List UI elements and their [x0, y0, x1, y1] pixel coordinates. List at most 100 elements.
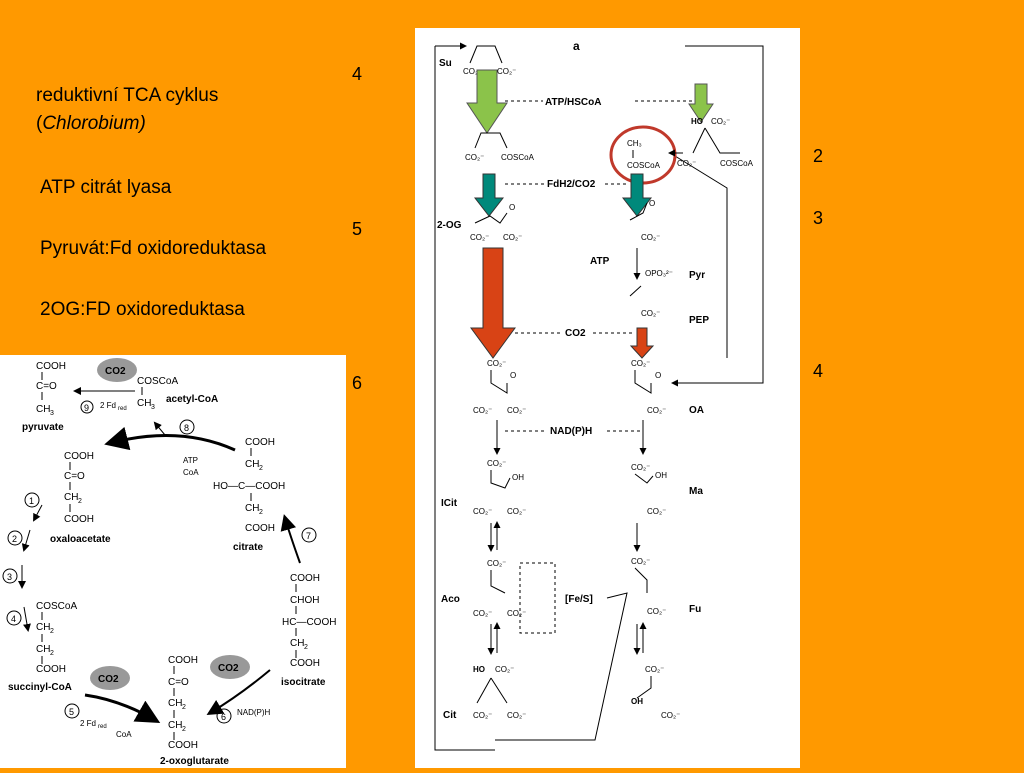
compound-succinyl-coa: succinyl-CoA	[8, 682, 72, 693]
compound-2-og: 2-OG	[437, 220, 462, 231]
svg-text:2: 2	[50, 628, 54, 635]
compound-su: Su	[439, 58, 452, 69]
cofactor-fd-sub: red	[98, 724, 107, 730]
svg-text:CO₂⁻: CO₂⁻	[677, 159, 696, 168]
co2-label: CO2	[105, 366, 126, 377]
svg-text:CO₂⁻: CO₂⁻	[497, 67, 516, 76]
compound-icit: ICit	[441, 498, 458, 509]
compound-fu: Fu	[689, 604, 701, 615]
svg-text:CH: CH	[245, 459, 259, 470]
svg-text:CO₂⁻: CO₂⁻	[470, 233, 489, 242]
label-fdh2-co2: FdH2/CO2	[547, 179, 596, 190]
title-line-1: reduktivní TCA cyklus	[36, 85, 219, 106]
svg-text:CO₂⁻: CO₂⁻	[507, 711, 526, 720]
svg-text:HO: HO	[691, 117, 703, 126]
cofactor-atp: ATP	[183, 456, 198, 465]
svg-text:HO: HO	[473, 665, 485, 674]
svg-text:COOH: COOH	[245, 437, 275, 448]
svg-text:COSCoA: COSCoA	[137, 376, 178, 387]
svg-text:OPO₃²⁻: OPO₃²⁻	[645, 269, 673, 278]
svg-text:O: O	[509, 203, 515, 212]
svg-text:2: 2	[182, 704, 186, 711]
svg-text:CO₂⁻: CO₂⁻	[503, 233, 522, 242]
svg-text:2: 2	[304, 644, 308, 651]
slide-title: reduktivní TCA cyklus (Chlorobium)	[36, 82, 218, 138]
compound-citrate: citrate	[233, 542, 263, 553]
label-co2: CO2	[565, 328, 586, 339]
svg-text:CO₂⁻: CO₂⁻	[631, 557, 650, 566]
co2-label: CO2	[218, 663, 239, 674]
svg-text:2: 2	[50, 650, 54, 657]
svg-text:COSCoA: COSCoA	[36, 601, 77, 612]
svg-text:COOH: COOH	[36, 664, 66, 675]
svg-text:CH: CH	[64, 492, 78, 503]
enzyme-label-1: ATP citrát lyasa	[40, 177, 172, 198]
svg-text:COOH: COOH	[168, 740, 198, 751]
svg-text:2: 2	[259, 509, 263, 516]
svg-text:O: O	[649, 199, 655, 208]
title-organism: Chlorobium)	[42, 113, 146, 134]
svg-text:2: 2	[182, 726, 186, 733]
svg-text:C=O: C=O	[64, 471, 85, 482]
enzyme-label-3: 2OG:FD oxidoreduktasa	[40, 299, 245, 320]
cofactor-coa: CoA	[183, 468, 199, 477]
compound-2-oxoglutarate: 2-oxoglutarate	[160, 756, 229, 767]
label-atp: ATP	[590, 256, 610, 267]
svg-text:OH: OH	[655, 471, 667, 480]
step-number: 4	[11, 614, 16, 624]
step-number: 3	[7, 572, 12, 582]
svg-text:HO—C—COOH: HO—C—COOH	[213, 481, 285, 492]
svg-text:CO₂⁻: CO₂⁻	[647, 607, 666, 616]
svg-text:CO₂⁻: CO₂⁻	[711, 117, 730, 126]
title-line-2: (Chlorobium)	[36, 113, 146, 134]
compound-pep: PEP	[689, 315, 709, 326]
step-number: 5	[69, 707, 74, 717]
svg-text:CH: CH	[168, 720, 182, 731]
svg-text:2 Fd: 2 Fd	[100, 401, 116, 410]
side-number: 5	[352, 219, 363, 239]
compound-pyruvate: pyruvate	[22, 422, 64, 433]
svg-text:2: 2	[78, 498, 82, 505]
compound-cit: Cit	[443, 710, 457, 721]
cofactor-fd: 2 Fd	[80, 719, 96, 728]
co2-label: CO2	[98, 674, 119, 685]
svg-text:CO₂⁻: CO₂⁻	[631, 359, 650, 368]
svg-text:CH₃: CH₃	[627, 139, 642, 148]
svg-text:red: red	[118, 406, 127, 412]
label-coscoa: COSCoA	[720, 159, 754, 168]
svg-text:CO₂⁻: CO₂⁻	[507, 507, 526, 516]
svg-text:CO₂⁻: CO₂⁻	[641, 233, 660, 242]
side-number: 2	[813, 146, 824, 166]
svg-text:CO₂⁻: CO₂⁻	[507, 609, 526, 618]
svg-text:CO₂⁻: CO₂⁻	[641, 309, 660, 318]
step-number: 7	[306, 531, 311, 541]
svg-text:O: O	[510, 371, 516, 380]
svg-text:COOH: COOH	[64, 514, 94, 525]
svg-text:CH: CH	[168, 698, 182, 709]
svg-text:CH: CH	[36, 404, 50, 415]
svg-text:CO₂⁻: CO₂⁻	[495, 665, 514, 674]
svg-text:HC—COOH: HC—COOH	[282, 617, 336, 628]
side-number: 4	[352, 64, 363, 84]
compound-isocitrate: isocitrate	[281, 677, 326, 688]
svg-text:3: 3	[50, 410, 54, 417]
compound-ma: Ma	[689, 486, 703, 497]
cofactor-nadph: NAD(P)H	[237, 708, 271, 717]
svg-text:COOH: COOH	[290, 658, 320, 669]
svg-text:3: 3	[151, 404, 155, 411]
svg-text:CO₂⁻: CO₂⁻	[645, 665, 664, 674]
compound-aco: Aco	[441, 594, 460, 605]
svg-text:CO₂⁻: CO₂⁻	[507, 406, 526, 415]
label-coscoa: COSCoA	[627, 161, 661, 170]
svg-text:CH: CH	[137, 398, 151, 409]
svg-text:CO₂⁻: CO₂⁻	[473, 609, 492, 618]
svg-text:CO₂⁻: CO₂⁻	[631, 463, 650, 472]
svg-text:CH: CH	[245, 503, 259, 514]
svg-text:C=O: C=O	[36, 381, 57, 392]
compound-acetyl-coa: acetyl-CoA	[166, 394, 218, 405]
cofactor-coa: CoA	[116, 730, 132, 739]
svg-text:COOH: COOH	[36, 361, 66, 372]
